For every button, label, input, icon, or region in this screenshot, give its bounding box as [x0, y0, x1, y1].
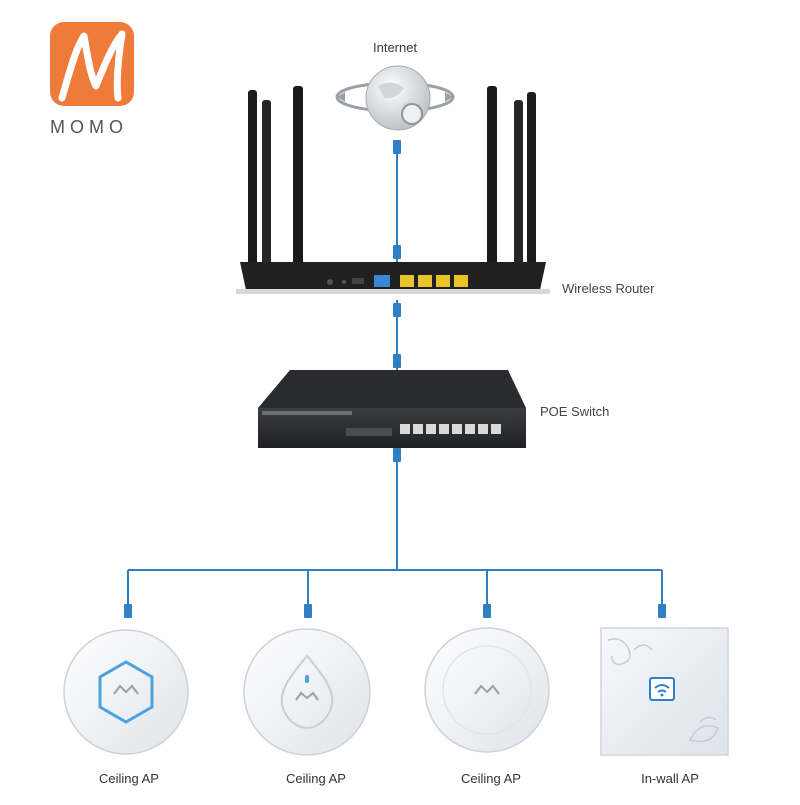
ceiling-ap-hexagon: [63, 629, 189, 755]
router-power-jack: [327, 279, 333, 285]
rj45-connector: [393, 303, 401, 317]
router-antenna: [487, 86, 497, 280]
wifi-indicator-box: [649, 677, 675, 701]
switch-port: [426, 424, 436, 434]
rj45-connector: [658, 604, 666, 618]
ap-brand-mark: [295, 691, 319, 701]
router-lan-port: [436, 275, 450, 287]
router-label: Wireless Router: [562, 281, 655, 296]
router-antenna: [248, 90, 257, 280]
rj45-connector: [483, 604, 491, 618]
ap-teardrop-outline: [280, 654, 334, 730]
ap-inner-ring: [442, 645, 532, 735]
in-wall-ap: [600, 627, 729, 756]
router-antenna: [514, 100, 523, 280]
ap-status-led: [305, 675, 309, 683]
router-antenna: [293, 86, 303, 280]
router-antenna: [262, 100, 271, 280]
ap-brand-mark: [474, 684, 500, 695]
globe-e-emblem: [401, 103, 423, 125]
rj45-connector: [124, 604, 132, 618]
device-label: Ceiling AP: [99, 771, 159, 786]
router-usb-port: [352, 278, 364, 284]
panel-floral-decoration: [607, 638, 631, 666]
switch-port: [465, 424, 475, 434]
switch-model-strip: [262, 411, 352, 415]
ap-disc: [243, 628, 371, 756]
logo-m-mark: [58, 30, 126, 102]
switch-top: [258, 370, 526, 408]
wireless-router: [236, 86, 550, 294]
rj45-connector: [304, 604, 312, 618]
panel-floral-decoration: [633, 644, 653, 651]
router-reset-button: [342, 280, 346, 284]
router-lan-port: [400, 275, 414, 287]
switch-port: [478, 424, 488, 434]
switch-port: [491, 424, 501, 434]
orbit-arrow: [337, 92, 345, 102]
device-label: Ceiling AP: [286, 771, 346, 786]
wifi-icon: [660, 693, 664, 697]
panel-floral-decoration: [688, 725, 719, 743]
switch-ports: [400, 424, 501, 434]
rj45-connector: [393, 448, 401, 462]
router-lan-port: [418, 275, 432, 287]
globe-continent: [378, 82, 404, 99]
rj45-connectors: [124, 140, 666, 618]
wifi-icon: [654, 684, 670, 689]
device-label: In-wall AP: [641, 771, 699, 786]
poe-switch: [258, 370, 526, 448]
momo-logo: [50, 22, 134, 106]
wifi-icon: [657, 689, 667, 693]
rj45-connector: [393, 140, 401, 154]
rj45-connector: [393, 354, 401, 368]
panel-floral-decoration: [699, 716, 717, 723]
ap-hexagon-ring: [98, 660, 154, 724]
device-label: Ceiling AP: [461, 771, 521, 786]
ceiling-ap-plain: [424, 627, 550, 753]
internet-label: Internet: [373, 40, 418, 55]
switch-port: [413, 424, 423, 434]
router-antenna: [527, 92, 536, 280]
router-base-shadow: [236, 289, 550, 294]
switch-label: POE Switch: [540, 404, 610, 419]
router-body: [240, 262, 546, 290]
brand-name: MOMO: [50, 117, 128, 137]
orbit-arrow: [445, 92, 453, 102]
switch-port: [452, 424, 462, 434]
switch-port: [439, 424, 449, 434]
internet-globe: [335, 65, 455, 131]
ceiling-ap-teardrop: [243, 628, 371, 756]
router-wan-port: [374, 275, 390, 287]
ap-brand-mark: [113, 684, 139, 695]
switch-led-row: [346, 428, 392, 436]
rj45-connector: [393, 245, 401, 259]
switch-port: [400, 424, 410, 434]
router-lan-port: [454, 275, 468, 287]
